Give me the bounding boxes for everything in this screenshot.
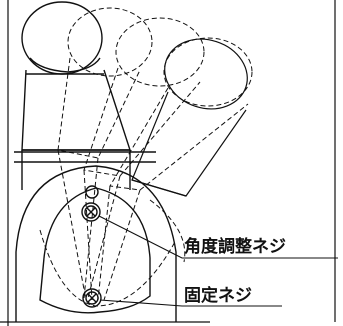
tilt-range-ghosts [39,7,253,307]
fixing-screw-icon [82,288,102,308]
lamp-head-tilted [131,38,248,197]
callout-leaders [98,215,338,307]
frame-border [0,0,336,326]
fixing-screw-label: 固定ネジ [184,285,252,306]
lamp-head-upright [21,1,131,190]
angle-adjust-screw-label: 角度調整ネジ [184,236,286,257]
base-body [14,151,177,322]
angle-adjust-screw-icon [81,202,101,222]
